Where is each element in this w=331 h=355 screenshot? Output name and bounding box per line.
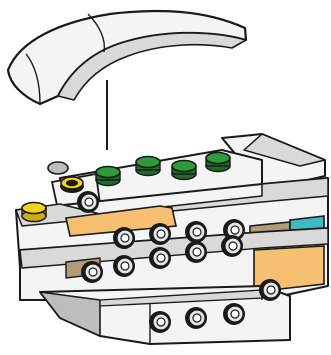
axle-hole [223, 303, 245, 325]
axle-hole [113, 255, 135, 277]
axle-hole [149, 247, 171, 269]
axle-hole [77, 191, 99, 213]
curved-slope-part [8, 11, 246, 104]
yellow-ring-stud [60, 177, 84, 193]
axle-hole [149, 223, 171, 245]
axle-hole [113, 227, 135, 249]
green-stud [136, 157, 160, 176]
green-stud [96, 167, 120, 186]
yellow-stud-left [22, 203, 46, 222]
axle-hole [259, 279, 281, 301]
green-stud [206, 153, 230, 172]
axle-hole [185, 221, 207, 243]
axle-hole [185, 241, 207, 263]
green-stud [172, 161, 196, 180]
axle-hole [185, 307, 207, 329]
axle-hole [149, 311, 171, 333]
axle-hole [221, 235, 243, 257]
axle-hole [81, 261, 103, 283]
